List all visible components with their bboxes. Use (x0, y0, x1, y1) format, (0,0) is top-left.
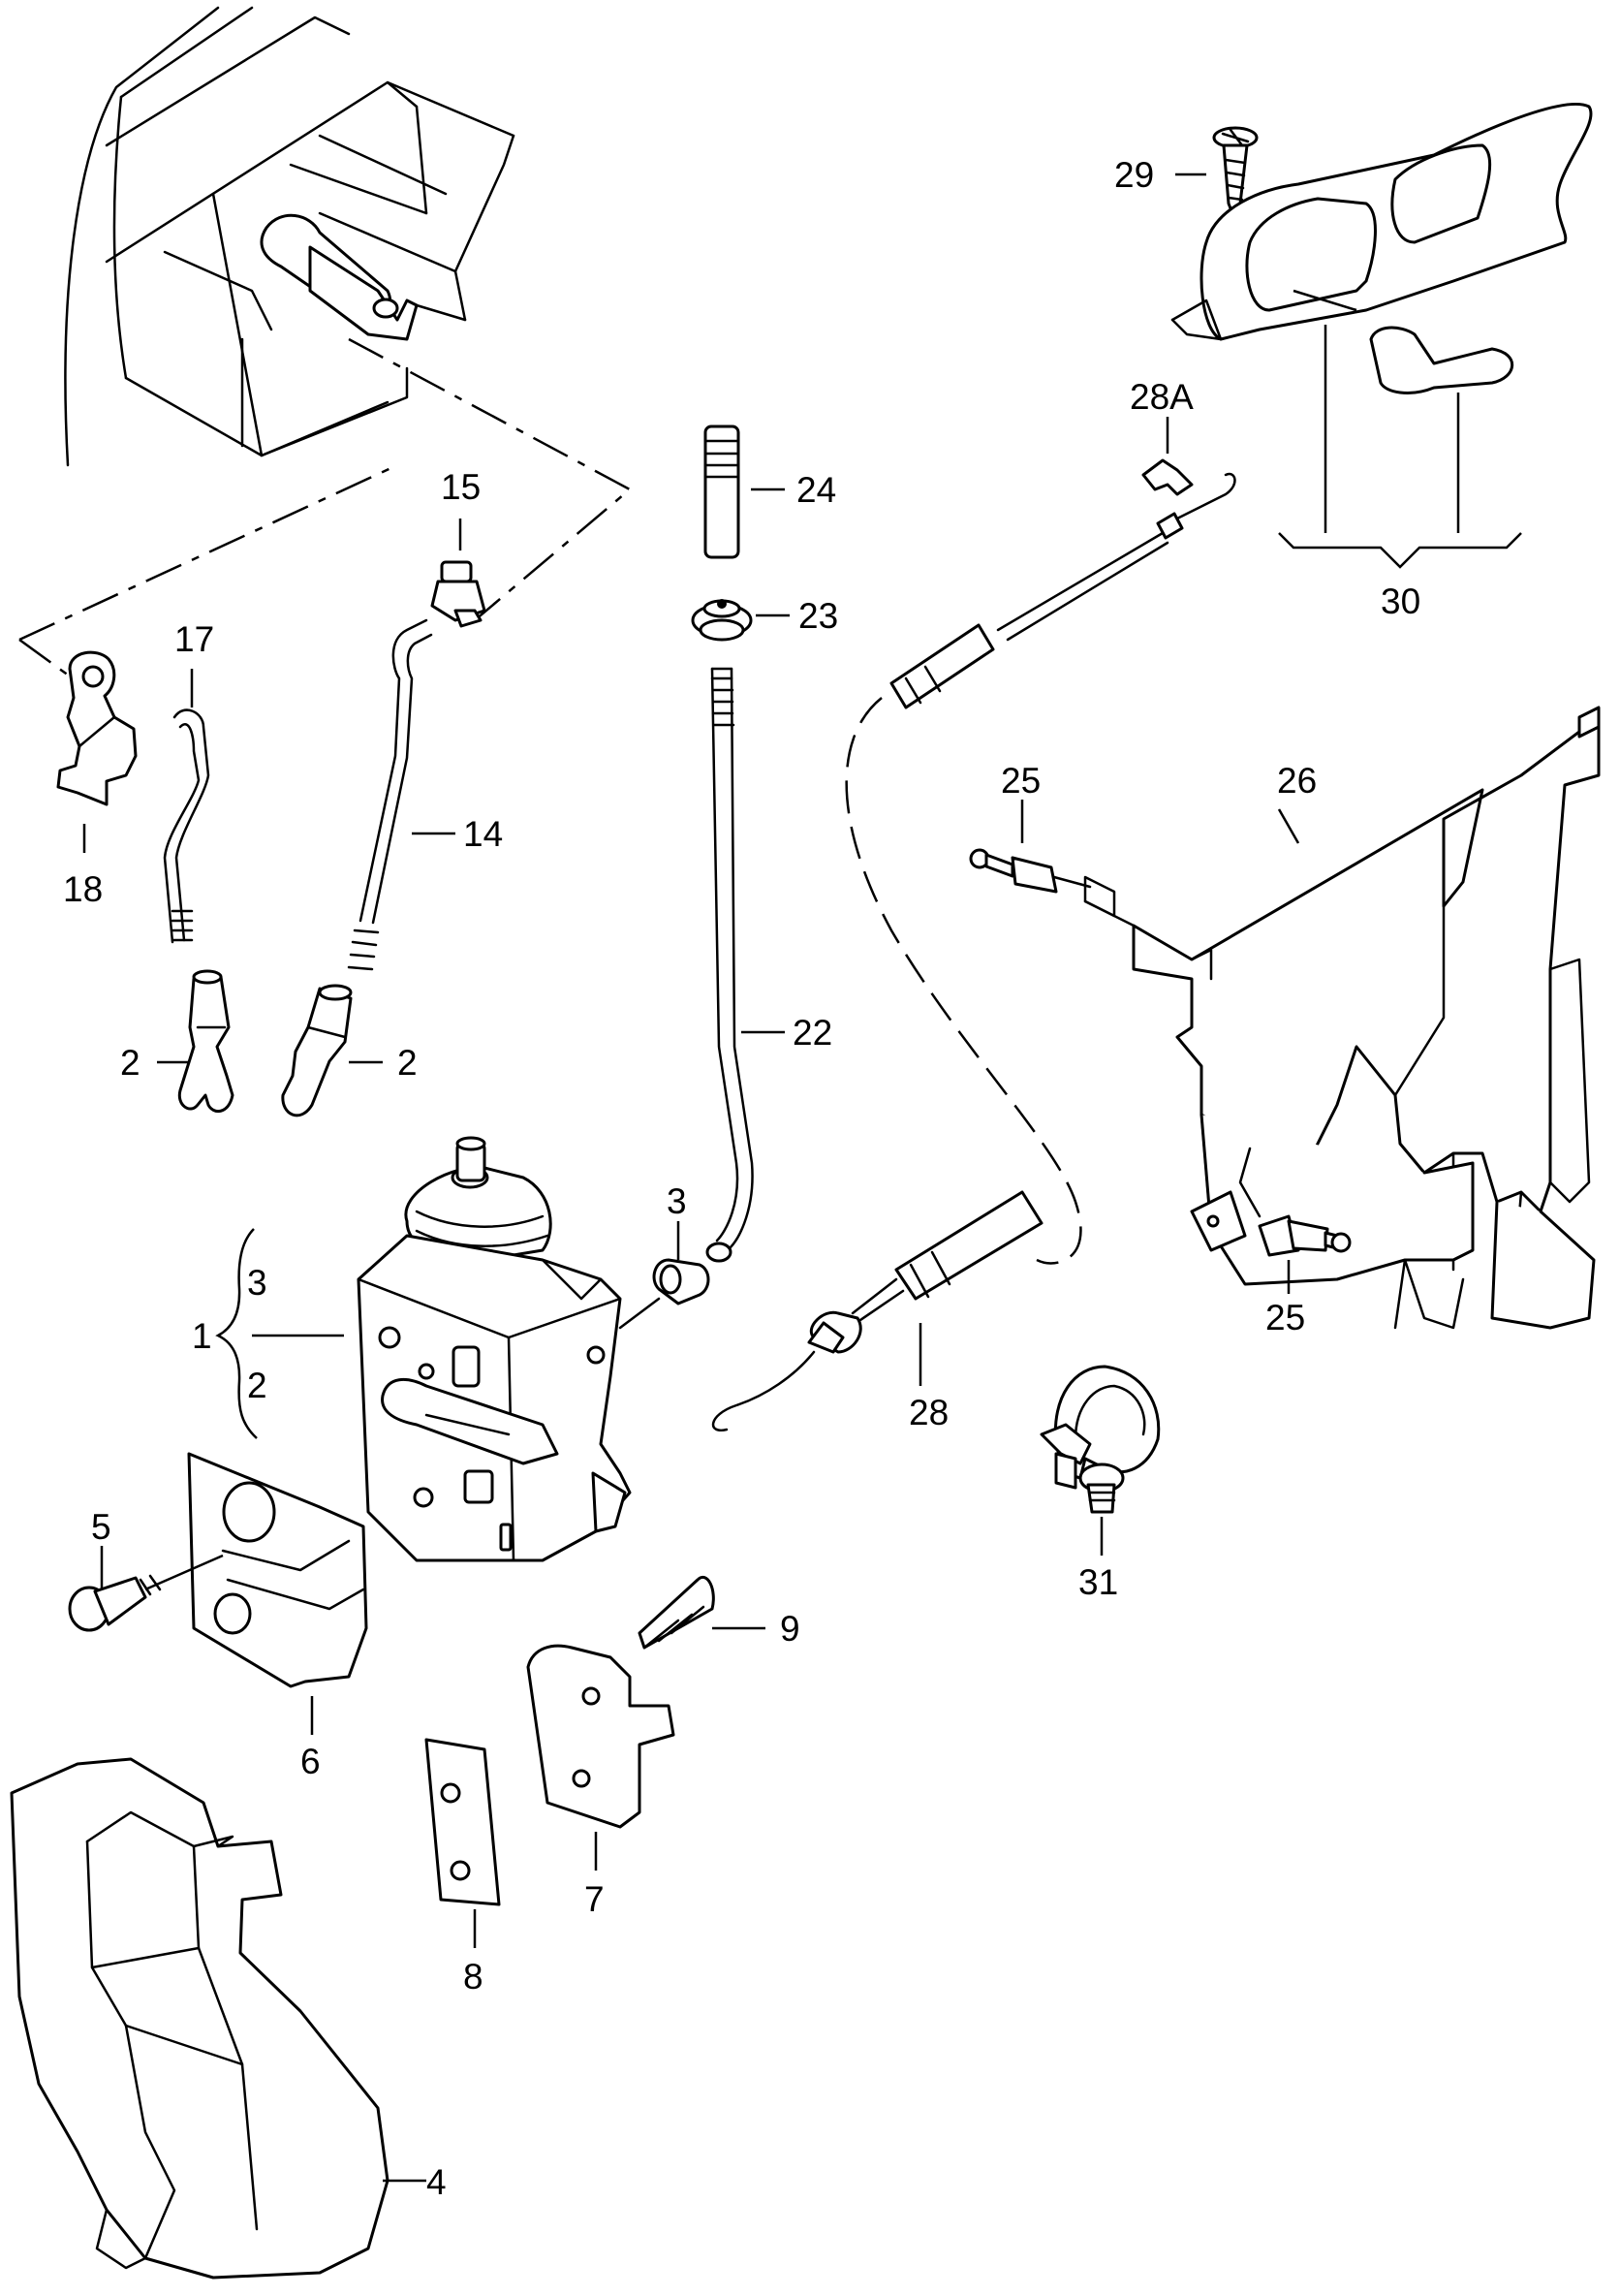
callout-5: 5 (91, 1507, 111, 1547)
callout-2-bracket: 2 (247, 1366, 267, 1405)
part-28-cable-dashed-run (845, 697, 1082, 1265)
callout-9: 9 (780, 1609, 800, 1649)
leader-part-5-to-6 (144, 1554, 224, 1591)
callout-2-right: 2 (397, 1043, 418, 1083)
part-5-bolt (68, 1574, 162, 1632)
callout-3-clip: 3 (667, 1181, 687, 1221)
door-frame-section (64, 6, 515, 467)
part-17-rod-threads (171, 909, 194, 942)
part-23-grommet (691, 599, 753, 642)
callout-26: 26 (1277, 761, 1317, 801)
dashdot-line-frame-to-18 (18, 463, 398, 642)
bracket-part-1 (215, 1228, 258, 1439)
callout-4: 4 (426, 2162, 447, 2202)
callout-8: 8 (463, 1957, 483, 1997)
callout-28a: 28A (1130, 377, 1194, 417)
callout-2-left: 2 (120, 1043, 140, 1083)
part-8-shim (424, 1738, 501, 1906)
callout-17: 17 (174, 619, 214, 659)
part-15-clip (430, 560, 486, 628)
callout-3-bracket: 3 (247, 1263, 267, 1303)
part-25-pushpin-upper (969, 848, 1092, 894)
callout-25-lower: 25 (1265, 1298, 1305, 1337)
callout-29: 29 (1114, 155, 1154, 195)
callout-labels: 1 3 2 2 2 3 4 5 6 7 8 9 14 15 17 18 22 2… (63, 155, 1420, 2202)
callout-24: 24 (796, 470, 836, 510)
callout-14: 14 (463, 814, 503, 854)
part-6-lock-plate (187, 1452, 368, 1688)
leader-part-30-handle (1293, 289, 1357, 312)
bracket-part-30 (1278, 325, 1522, 569)
part-3-clip (618, 1258, 710, 1330)
part-25-pushpin-lower (1258, 1214, 1352, 1257)
part-4-trim-panel (10, 1757, 389, 2280)
dashdot-line-frame-to-15 (348, 337, 633, 621)
part-24-threaded-pin (703, 425, 740, 559)
callout-7: 7 (584, 1879, 605, 1919)
callout-6: 6 (300, 1742, 321, 1781)
callout-15: 15 (441, 467, 481, 507)
dashdot-line-18 (18, 638, 74, 680)
part-28-cable-upper-end (889, 472, 1236, 709)
part-14-rod-threads (347, 928, 380, 971)
part-14-rod (358, 618, 428, 923)
part-30-inner-handle (1170, 103, 1593, 394)
callout-30: 30 (1381, 582, 1420, 621)
leader-lines (82, 173, 1300, 2183)
callout-1: 1 (192, 1316, 212, 1356)
part-2-clip-left (177, 969, 234, 1114)
part-9-screw (638, 1576, 715, 1650)
callout-23: 23 (798, 596, 838, 636)
part-29-screw (1212, 126, 1259, 220)
callout-25-upper: 25 (1001, 761, 1041, 801)
part-28-cable-lower-end (711, 1190, 1044, 1432)
callout-28: 28 (909, 1393, 949, 1432)
callout-18: 18 (63, 869, 103, 909)
part-31-cable-clip (1040, 1365, 1161, 1514)
part-1-door-lock (357, 1136, 632, 1562)
part-28a-clip (1141, 458, 1194, 496)
part-18-latch (56, 650, 138, 806)
part-17-rod (172, 708, 210, 942)
callout-22: 22 (793, 1013, 832, 1053)
part-22-long-rod (705, 667, 754, 1263)
part-2-clip-middle (281, 984, 353, 1117)
part-7-plate (526, 1644, 675, 1829)
callout-31: 31 (1078, 1562, 1118, 1602)
